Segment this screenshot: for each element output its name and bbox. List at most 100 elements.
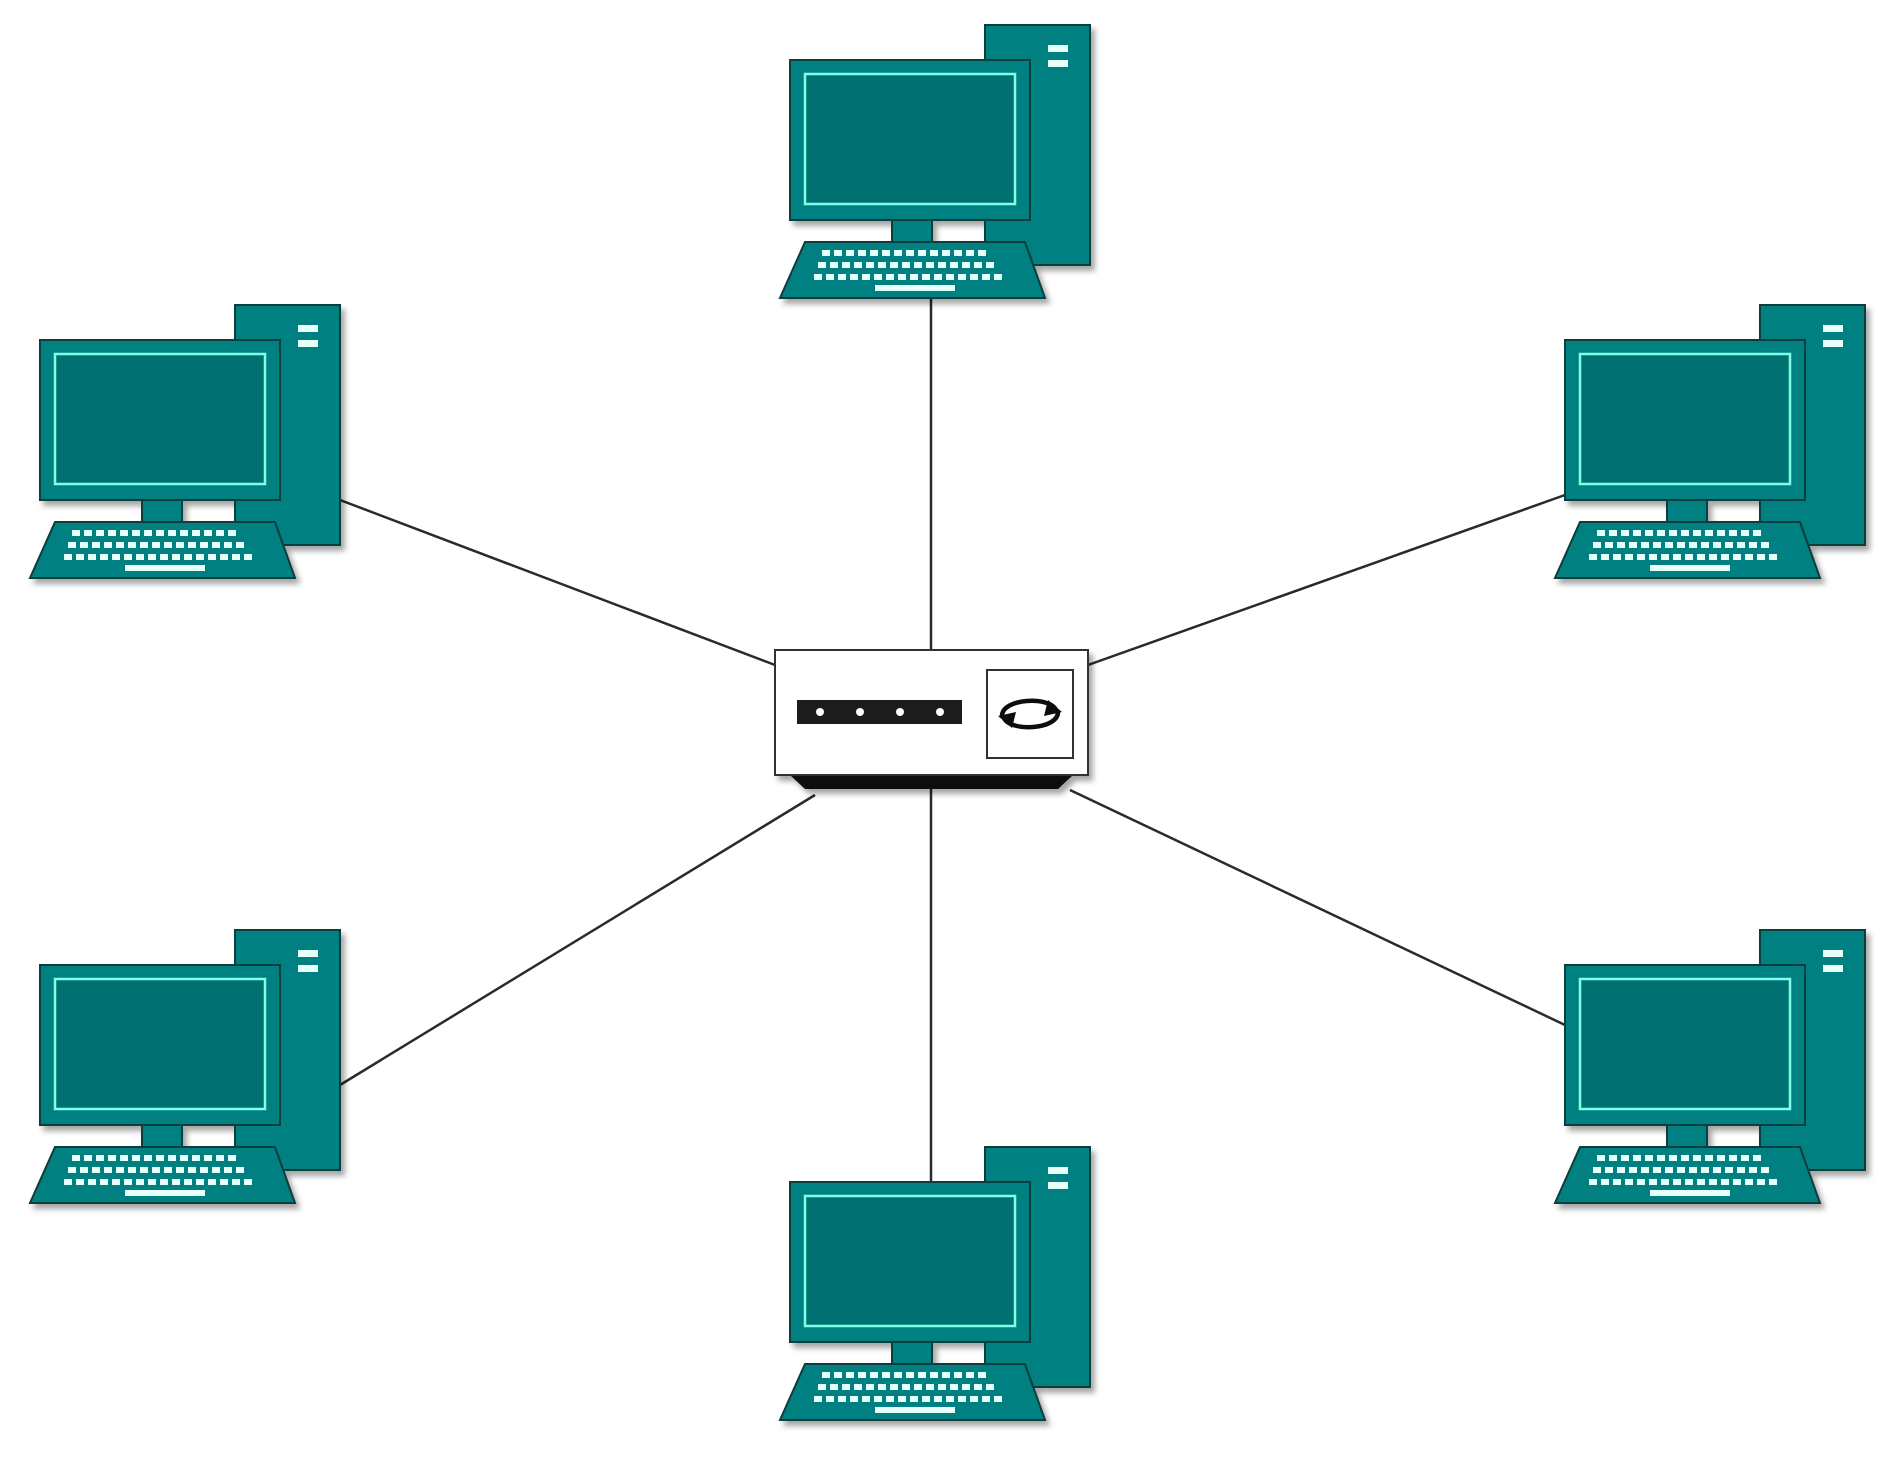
keyboard-key (120, 530, 128, 536)
keyboard-key (1665, 542, 1673, 548)
keyboard-key (144, 1155, 152, 1161)
keyboard-key (1745, 1179, 1753, 1185)
cables-layer (339, 295, 1566, 1182)
keyboard-key (164, 542, 172, 548)
desktop-computer-icon (778, 1146, 1091, 1421)
drive-bay (298, 950, 318, 957)
keyboard-key (1713, 542, 1721, 548)
monitor-stand (141, 1124, 183, 1148)
keyboard-key (180, 530, 188, 536)
keyboard-key (946, 1396, 954, 1402)
keyboard-key (930, 250, 938, 256)
keyboard-key (148, 554, 156, 560)
keyboard-key (212, 542, 220, 548)
keyboard-key (88, 1179, 96, 1185)
computers-layer (28, 24, 1866, 1421)
keyboard-key (850, 1396, 858, 1402)
keyboard-key (814, 1396, 822, 1402)
keyboard-key (104, 542, 112, 548)
keyboard-key (970, 1396, 978, 1402)
keyboard-key (830, 262, 838, 268)
keyboard-key (188, 542, 196, 548)
keyboard-key (152, 1167, 160, 1173)
keyboard-key (64, 554, 72, 560)
keyboard-spacebar (875, 285, 955, 291)
keyboard-key (1621, 530, 1629, 536)
keyboard-key (970, 274, 978, 280)
drive-bay (1823, 340, 1843, 347)
keyboard-key (838, 274, 846, 280)
keyboard-key (200, 1167, 208, 1173)
keyboard-key (950, 262, 958, 268)
keyboard-key (1597, 1155, 1605, 1161)
desktop-computer-icon (778, 24, 1091, 299)
drive-bay (298, 965, 318, 972)
cycle-arrows-icon (998, 698, 1062, 730)
keyboard-key (116, 1167, 124, 1173)
keyboard-key (1637, 1179, 1645, 1185)
keyboard-key (866, 262, 874, 268)
keyboard-key (224, 1167, 232, 1173)
keyboard-key (180, 1155, 188, 1161)
keyboard-key (1661, 554, 1669, 560)
keyboard-key (966, 250, 974, 256)
keyboard-key (938, 262, 946, 268)
keyboard-key (906, 250, 914, 256)
keyboard-key (144, 530, 152, 536)
keyboard-key (886, 1396, 894, 1402)
keyboard-key (1761, 542, 1769, 548)
keyboard-key (244, 554, 252, 560)
keyboard-key (80, 1167, 88, 1173)
keyboard-key (986, 1384, 994, 1390)
keyboard-key (826, 274, 834, 280)
keyboard-key (204, 530, 212, 536)
keyboard-key (1721, 554, 1729, 560)
keyboard-key (1709, 1179, 1717, 1185)
keyboard-key (822, 1372, 830, 1378)
pc-upper-right[interactable] (1553, 304, 1866, 579)
pc-lower-left[interactable] (28, 929, 341, 1204)
keyboard-key (1749, 542, 1757, 548)
keyboard-key (814, 274, 822, 280)
keyboard-key (1593, 542, 1601, 548)
central-hub[interactable] (774, 649, 1089, 789)
keyboard-key (1657, 1155, 1665, 1161)
pc-bottom[interactable] (778, 1146, 1091, 1421)
cable-pc-upper-left (339, 498, 776, 667)
pc-top[interactable] (778, 24, 1091, 299)
keyboard-key (1673, 554, 1681, 560)
keyboard-key (1645, 1155, 1653, 1161)
drive-bay (1048, 45, 1068, 52)
keyboard-key (1701, 1167, 1709, 1173)
keyboard-key (850, 274, 858, 280)
keyboard-key (934, 1396, 942, 1402)
keyboard-key (894, 250, 902, 256)
keyboard-key (100, 1179, 108, 1185)
hub-switch-icon (774, 649, 1089, 789)
drive-bay (298, 340, 318, 347)
keyboard-key (1741, 1155, 1749, 1161)
keyboard-key (926, 1384, 934, 1390)
keyboard-key (1729, 1155, 1737, 1161)
keyboard-key (116, 542, 124, 548)
keyboard-key (862, 274, 870, 280)
keyboard-key (88, 554, 96, 560)
keyboard-key (1685, 1179, 1693, 1185)
keyboard-key (1617, 542, 1625, 548)
keyboard-key (974, 1384, 982, 1390)
keyboard-key (834, 1372, 842, 1378)
keyboard-key (1693, 1155, 1701, 1161)
keyboard-key (842, 1384, 850, 1390)
keyboard-key (176, 542, 184, 548)
keyboard-key (1761, 1167, 1769, 1173)
keyboard-key (84, 1155, 92, 1161)
keyboard-key (846, 250, 854, 256)
keyboard-key (1741, 530, 1749, 536)
keyboard-key (216, 1155, 224, 1161)
keyboard-key (966, 1372, 974, 1378)
keyboard-key (80, 542, 88, 548)
pc-upper-left[interactable] (28, 304, 341, 579)
keyboard-key (1649, 1179, 1657, 1185)
pc-lower-right[interactable] (1553, 929, 1866, 1204)
keyboard-key (1745, 554, 1753, 560)
